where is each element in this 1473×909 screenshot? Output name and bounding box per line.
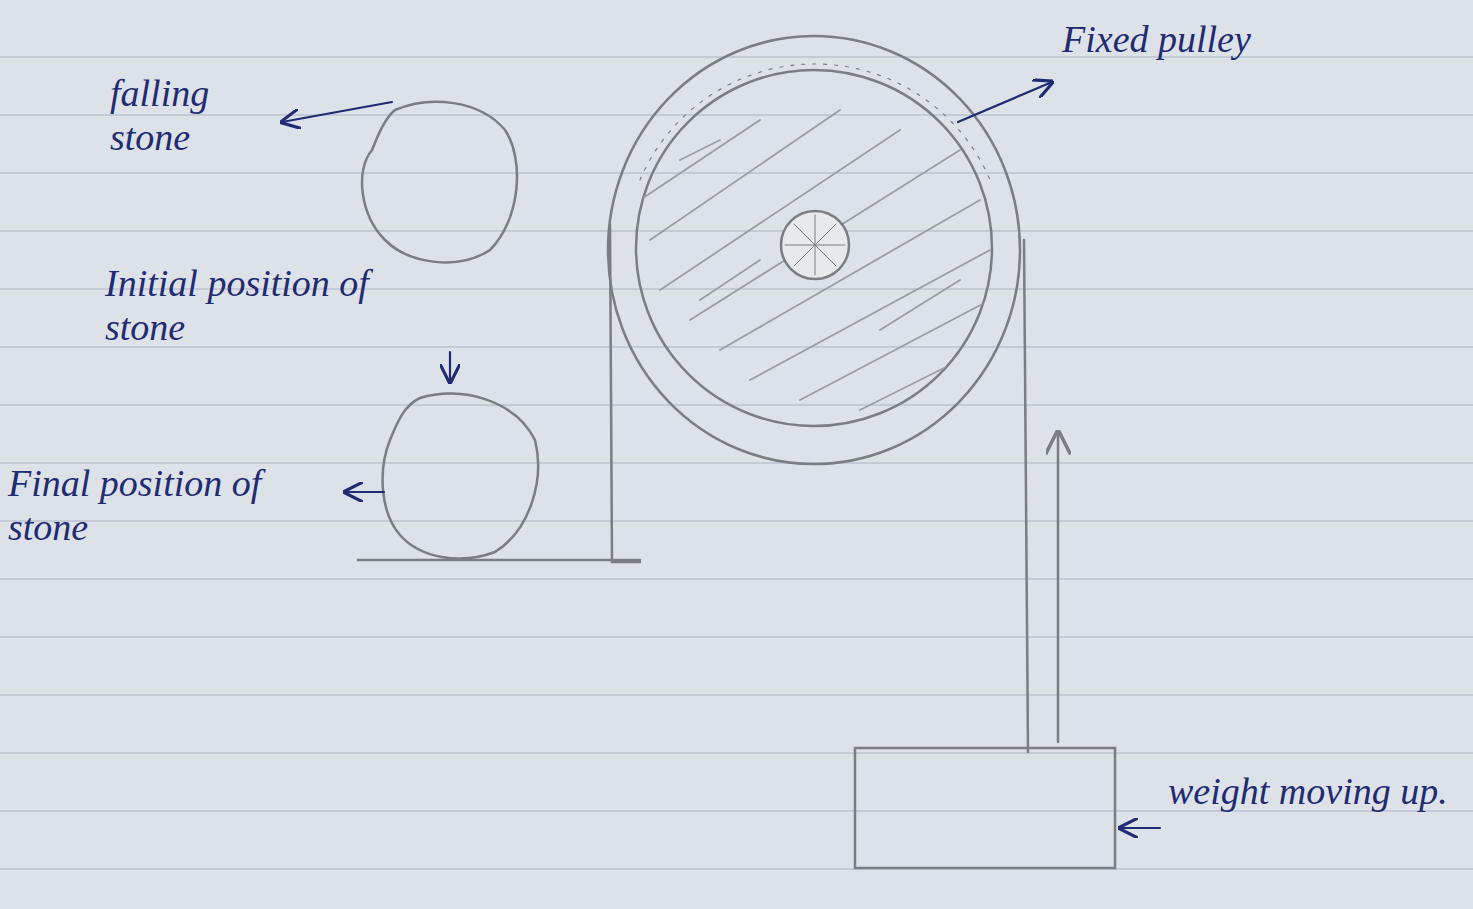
pulley-rim (640, 64, 990, 180)
leader-final-position (345, 491, 384, 493)
stone-initial (362, 102, 517, 263)
leader-weight (1120, 827, 1160, 829)
pulley-hub (781, 211, 849, 279)
rope-left (610, 225, 640, 562)
stone-label: falling stone (110, 72, 280, 159)
motion-label: weight moving up. (1168, 770, 1458, 814)
pulley-outer (608, 36, 1020, 464)
rope-right (1024, 240, 1028, 752)
weight-block (855, 748, 1115, 868)
pulley-inner (636, 70, 992, 426)
part-label: Fixed pulley (1062, 18, 1402, 62)
position-label: Final position of stone (8, 462, 338, 549)
pulley-hatching (640, 110, 990, 410)
ground-line (358, 559, 640, 562)
stone-final (383, 393, 538, 558)
position-label: Initial position of stone (105, 262, 435, 349)
leader-fixed-pulley (958, 82, 1052, 122)
hub-spokes (785, 215, 845, 275)
leader-falling-stone (282, 102, 392, 122)
motion-arrow (1057, 432, 1060, 742)
leader-initial-position (449, 352, 451, 382)
